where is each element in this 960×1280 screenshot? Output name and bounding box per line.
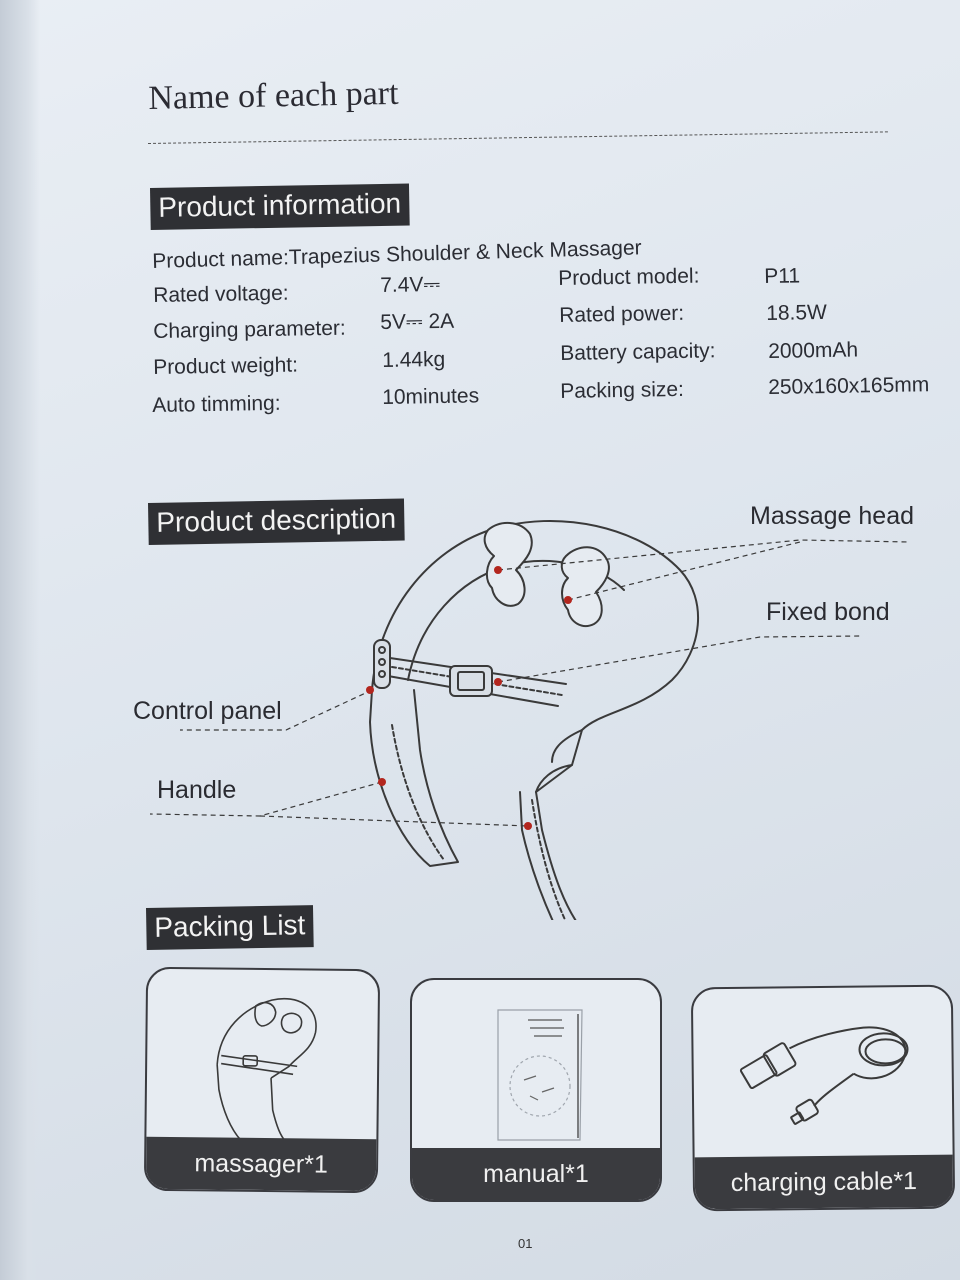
page-title: Name of each part	[148, 74, 399, 117]
spec-label-battery-capacity: Battery capacity:	[560, 339, 716, 365]
callout-handle: Handle	[157, 776, 237, 804]
callout-massage-head: Massage head	[750, 502, 915, 530]
massager-body	[371, 519, 700, 793]
section-product-information: Product information	[150, 183, 410, 230]
callout-control-panel: Control panel	[133, 697, 282, 725]
packing-item-label: charging cable*1	[694, 1154, 954, 1210]
callout-dot-massage-head-right	[564, 596, 572, 604]
callout-dot-control-panel	[366, 686, 374, 694]
title-divider	[148, 131, 888, 144]
packing-item-massager: massager*1	[143, 966, 381, 1194]
callout-dot-fixed-bond	[494, 678, 502, 686]
callout-dot-handle-right	[524, 822, 532, 830]
spec-label-product-weight: Product weight:	[153, 353, 299, 379]
massage-head-left	[483, 522, 533, 607]
charging-cable-thumbnail	[739, 1026, 909, 1125]
massager-thumbnail	[216, 998, 317, 1142]
packing-item-label: massager*1	[145, 1136, 377, 1192]
callout-dot-massage-head-left	[494, 566, 502, 574]
massager-left-arm	[369, 689, 459, 867]
manual-thumbnail	[497, 1009, 583, 1141]
packing-item-charging-cable: charging cable*1	[690, 984, 956, 1212]
massager-right-arm	[519, 791, 577, 920]
spec-value-battery-capacity: 2000mAh	[768, 338, 859, 363]
spec-value-packing-size: 250x160x165mm	[768, 373, 930, 399]
strap-buckle	[449, 665, 493, 697]
spec-value-rated-voltage: 7.4V⎓	[380, 272, 441, 297]
spec-label-rated-power: Rated power:	[559, 301, 685, 327]
page-number: 01	[518, 1236, 533, 1251]
spec-value-rated-power: 18.5W	[766, 300, 828, 325]
spec-label-packing-size: Packing size:	[560, 377, 685, 403]
spec-value-charging-parameter: 5V⎓ 2A	[380, 309, 455, 334]
spec-label-product-model: Product model:	[558, 264, 700, 290]
spec-value-auto-timming: 10minutes	[382, 384, 480, 409]
spec-label-rated-voltage: Rated voltage:	[153, 281, 289, 307]
spec-label-auto-timming: Auto timming:	[152, 391, 281, 417]
callout-dot-handle-left	[378, 778, 386, 786]
packing-item-manual: manual*1	[410, 978, 662, 1202]
packing-item-label: manual*1	[412, 1148, 660, 1200]
massager-diagram	[149, 519, 911, 920]
massage-head-right	[560, 546, 610, 628]
callout-fixed-bond: Fixed bond	[766, 598, 890, 626]
page-fold-shadow	[0, 0, 40, 1280]
section-packing-list: Packing List	[146, 905, 314, 950]
spec-value-product-model: P11	[764, 264, 801, 288]
spec-label-charging-parameter: Charging parameter:	[153, 316, 346, 343]
spec-value-product-weight: 1.44kg	[382, 347, 446, 372]
